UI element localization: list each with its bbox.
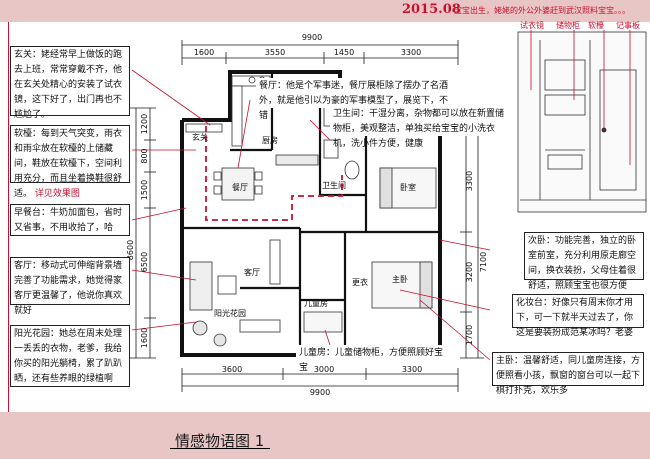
room-label-entrance: 玄关 bbox=[192, 132, 208, 142]
room-label-dressing: 更衣 bbox=[352, 277, 368, 287]
display-cabinet bbox=[275, 154, 319, 166]
dim-top-seg-3: 1450 bbox=[334, 48, 354, 57]
living-sofa bbox=[189, 261, 213, 311]
note-canting: 餐厅：他是个军事迷，餐厅展柜除了摆办了名酒外，就是他引以为豪的军事模型了，展览下… bbox=[256, 78, 456, 121]
room-label-dining: 餐厅 bbox=[232, 183, 248, 192]
note-weishengjian: 卫生间：干湿分离，杂物都可以放在新置储物柜，美观整洁，单独买给宝宝的小洗衣机，洗… bbox=[330, 106, 512, 149]
room-label-living: 客厅 bbox=[244, 267, 260, 277]
dim-left-seg-4: 6500 bbox=[140, 252, 149, 272]
dim-left-seg-1: 1200 bbox=[140, 114, 149, 134]
room-label-bedroom: 卧室 bbox=[400, 182, 416, 192]
header-caption: 宝宝出生，姥姥的外公外婆赶到武汉照料宝宝。。。 bbox=[454, 6, 630, 15]
left-accent-line bbox=[8, 22, 9, 412]
footer-underline bbox=[170, 448, 270, 449]
note-keting: 客厅：移动式可伸缩背景墙完善了功能需求，她觉得家客厅更温馨了，他说你真欢就好 bbox=[10, 257, 130, 316]
note-canting-text: 餐厅：他是个军事迷，餐厅展柜除了摆办了名酒外，就是他引以为豪的军事模型了，展览下… bbox=[259, 81, 449, 121]
note-zaocan-text: 早餐台：牛奶加面包，省时又省事，不用收拾了，哈 bbox=[14, 208, 123, 233]
note-yangguang-text: 阳光花园：她总在周末处理一丢丢的衣物，老爹，我给你买的阳光躺椅，累了趴趴晒，还有… bbox=[14, 329, 123, 384]
dim-right-seg-1: 3300 bbox=[465, 171, 474, 191]
note-zhuwo-text: 主卧：温馨舒适，同儿童房连接，方便照看小孩，飘窗的窗台可以一起下棋打扑克，欢乐多 bbox=[496, 356, 641, 396]
toilet bbox=[344, 160, 360, 180]
note-zaocan: 早餐台：牛奶加面包，省时又省事，不用收拾了，哈 bbox=[10, 204, 130, 236]
plant-1 bbox=[192, 320, 208, 336]
dim-right-seg-3: 1700 bbox=[465, 325, 474, 345]
wash-basin bbox=[323, 139, 339, 159]
footer-title: 情感物语图 1 bbox=[175, 432, 265, 450]
elevation-pointers bbox=[530, 30, 631, 165]
dim-bottom-seg-1: 3600 bbox=[222, 365, 242, 374]
note-keting-text: 客厅：移动式可伸缩背景墙完善了功能需求，她觉得家客厅更温馨了，他说你真欢就好 bbox=[14, 261, 123, 316]
header-date: 2015.08 bbox=[402, 2, 461, 17]
note-xuanguan: 玄关：姥经常早上做饭的跑去上班，常常穿戴不齐，他在玄关处精心的安装了试衣镜，这下… bbox=[10, 46, 130, 120]
room-label-child: 儿童房 bbox=[304, 298, 328, 308]
dim-top-seg-2: 3550 bbox=[265, 48, 285, 57]
circulation-path bbox=[205, 126, 343, 221]
dim-left-seg-2: 800 bbox=[140, 148, 149, 163]
plant-2 bbox=[213, 333, 227, 347]
lounge-chair bbox=[239, 319, 281, 333]
leader-lines bbox=[131, 69, 491, 361]
dim-left-seg-5: 1600 bbox=[140, 328, 149, 348]
note-huazhuang-text: 化妆台：好像只有周末你才用下，可一下就半天过去了，你这是要装扮成范某冰吗？老婆 bbox=[516, 298, 634, 338]
note-huazhuang: 化妆台：好像只有周末你才用下，可一下就半天过去了，你这是要装扮成范某冰吗？老婆 bbox=[512, 294, 644, 338]
note-weishengjian-text: 卫生间：干湿分离，杂物都可以放在新置储物柜，美观整洁，单独买给宝宝的小洗衣机，洗… bbox=[333, 109, 505, 149]
entrance-bench bbox=[185, 123, 223, 133]
dim-top-seg-4: 3300 bbox=[401, 48, 421, 57]
panel-label-mirror: 试衣镜 bbox=[520, 20, 544, 30]
note-ruanzhang-link[interactable]: 详见效果图 bbox=[34, 189, 80, 199]
dim-bottom-seg-2: 3000 bbox=[314, 365, 334, 374]
tv-wall bbox=[269, 239, 281, 285]
note-ertongfang: 儿童房：儿童储物柜，方便照顾好宝宝 bbox=[296, 345, 452, 373]
dim-bottom-seg-3: 3300 bbox=[402, 365, 422, 374]
note-ciwo: 次卧：功能完善，独立的卧室前室，充分利用原走廊空间，换衣装扮，父母住着很舒适，照… bbox=[524, 232, 644, 291]
room-label-kitchen: 厨房 bbox=[262, 135, 278, 145]
footer-band bbox=[0, 412, 650, 459]
dim-right-total: 7100 bbox=[479, 252, 488, 272]
dim-top-seg-1: 1600 bbox=[194, 48, 214, 57]
interior-walls bbox=[182, 72, 440, 355]
header-band bbox=[0, 0, 650, 22]
note-ruanzhang-text: 软檯：每到天气突变，雨衣和雨伞放在软檯的上储藏间，鞋放在软檯下，空间利用充分，而… bbox=[14, 129, 123, 199]
dim-left-total: 8600 bbox=[126, 240, 135, 260]
kitchen-counter-left bbox=[231, 85, 243, 147]
panel-label-cabinet: 储物柜 bbox=[556, 20, 580, 30]
note-yangguang: 阳光花园：她总在周末处理一丢丢的衣物，老爹，我给你买的阳光躺椅，累了趴趴晒，还有… bbox=[10, 325, 130, 387]
room-label-balcony: 阳光花园 bbox=[214, 308, 246, 318]
note-ruanzhang: 软檯：每到天气突变，雨衣和雨伞放在软檯的上储藏间，鞋放在软檯下，空间利用充分，而… bbox=[10, 125, 130, 199]
room-label-bath: 卫生间 bbox=[322, 180, 346, 190]
coffee-table bbox=[217, 275, 237, 295]
panel-label-board: 记事板 bbox=[616, 20, 640, 30]
dim-top-total: 9900 bbox=[302, 33, 322, 42]
panel-label-bench: 软檯 bbox=[588, 20, 604, 30]
dim-left-seg-3: 1500 bbox=[140, 180, 149, 200]
note-ciwo-text: 次卧：功能完善，独立的卧室前室，充分利用原走廊空间，换衣装扮，父母住着很舒适，照… bbox=[528, 236, 637, 291]
bed-child bbox=[303, 311, 343, 333]
dim-bottom-total: 9900 bbox=[310, 388, 330, 397]
elevation-sketch bbox=[517, 31, 647, 213]
note-xuanguan-text: 玄关：姥经常早上做饭的跑去上班，常常穿戴不齐，他在玄关处精心的安装了试衣镜，这下… bbox=[14, 50, 123, 120]
note-ertongfang-text: 儿童房：儿童储物柜，方便照顾好宝宝 bbox=[299, 348, 444, 373]
note-zhuwo: 主卧：温馨舒适，同儿童房连接，方便照看小孩，飘窗的窗台可以一起下棋打扑克，欢乐多 bbox=[492, 352, 644, 396]
room-label-master: 主卧 bbox=[392, 274, 408, 284]
dim-right-seg-2: 3200 bbox=[465, 262, 474, 282]
